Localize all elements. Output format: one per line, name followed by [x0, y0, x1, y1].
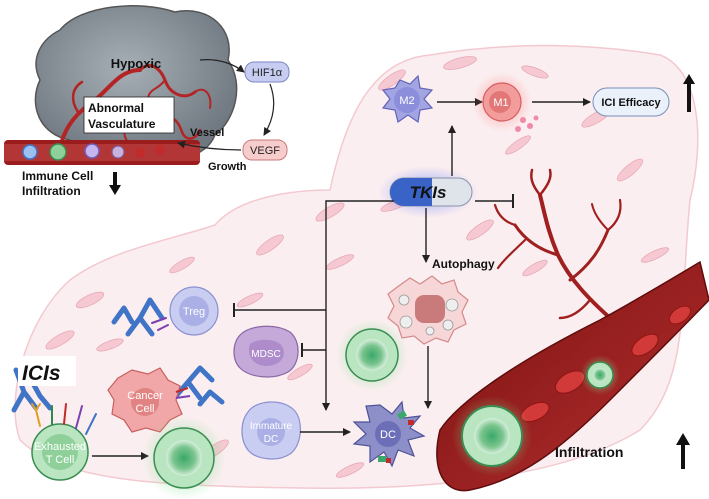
antibody-icon: [11, 297, 225, 413]
cancer-label: Cancer: [127, 390, 163, 402]
vessel-t-cell-small-nucleus: [593, 368, 607, 382]
treg-label: Treg: [183, 306, 205, 318]
vasculature-label: Vasculature: [88, 117, 156, 131]
angiogenic-vessels: [493, 168, 622, 320]
dendritic-cell: [352, 400, 426, 468]
tkis-trunk-to-dc: [322, 200, 394, 411]
hypoxic-label: Hypoxic: [111, 56, 162, 71]
dc-label: DC: [380, 429, 396, 441]
checkpoint-receptors: [175, 387, 191, 399]
mdsc-cell: [233, 325, 299, 378]
abnormal-label: Abnormal: [88, 101, 144, 115]
autophagy-label: Autophagy: [432, 257, 495, 271]
infiltration-label-top: Infiltration: [22, 184, 81, 198]
mdsc-label: MDSC: [251, 349, 280, 360]
t-cell-label: T Cell: [46, 454, 75, 466]
exhausted-t-cell-nucleus: [42, 434, 78, 470]
ici-efficacy-box: [592, 87, 670, 117]
vegf-label: VEGF: [250, 145, 280, 157]
up-arrow-icon-ici: [683, 74, 695, 112]
m1-label: M1: [493, 97, 508, 109]
m2-macrophage: [381, 74, 434, 124]
vegf-box: [242, 139, 288, 161]
hypoxic-to-hif1a-arrow: [199, 59, 245, 73]
vessel-t-cell-large-nucleus: [474, 418, 510, 454]
cancer-cell: [107, 367, 183, 433]
t-cell-receptors: [31, 403, 97, 435]
infiltration-label: Infiltration: [555, 444, 623, 460]
vessel-growth-arrow: [177, 140, 242, 151]
up-arrow-icon-infiltration: [676, 433, 690, 469]
icis-label: ICIs: [22, 362, 61, 385]
m2-label: M2: [399, 95, 414, 107]
immature-label: Immature: [250, 421, 293, 432]
m1-macrophage: [482, 82, 539, 132]
down-arrow-icon: [109, 172, 121, 195]
icis-label-box: [18, 356, 76, 386]
hif1a-label: HIF1α: [252, 67, 283, 79]
exhausted-label: Exhausted: [34, 441, 86, 453]
cell-label: Cell: [136, 403, 155, 415]
hif1a-box: [244, 61, 290, 83]
t-cell-center-nucleus: [356, 339, 388, 371]
immune-cell-label: Immune Cell: [22, 169, 93, 183]
autophagy-cell: [387, 275, 469, 345]
growth-label: Growth: [208, 161, 247, 173]
hif1a-to-vegf-arrow: [263, 83, 275, 136]
abnormal-vasculature-label-box: [83, 96, 175, 134]
active-t-cell-nucleus: [166, 440, 202, 476]
treg-nucleus: [179, 296, 209, 326]
immature-dc: [241, 401, 301, 460]
ici-efficacy-label: ICI Efficacy: [601, 97, 661, 109]
tkis-label: TKIs: [410, 183, 447, 202]
capsule-icon: [389, 177, 473, 207]
blood-vessel-top: [4, 140, 200, 165]
vessel-label: Vessel: [190, 127, 224, 139]
immature-dc-label: DC: [264, 434, 278, 445]
